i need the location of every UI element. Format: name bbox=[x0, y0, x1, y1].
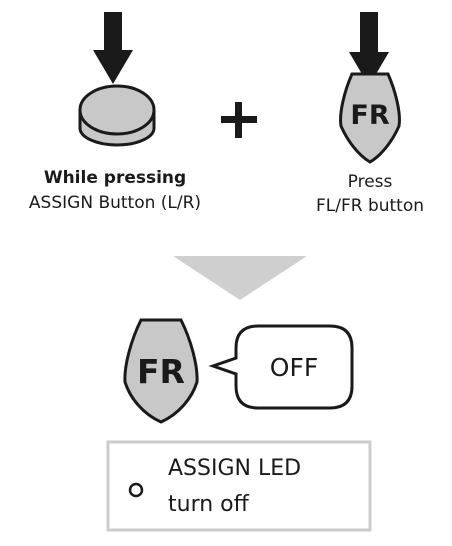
assign-button-label: ASSIGN Button (L/R) bbox=[28, 193, 202, 213]
press-arrow-right-icon bbox=[349, 12, 389, 86]
fl-fr-button-label: FL/FR button bbox=[315, 196, 425, 216]
speech-bubble bbox=[208, 324, 354, 410]
circle-outline-icon bbox=[128, 482, 144, 498]
speech-bubble-text: OFF bbox=[269, 353, 319, 382]
press-arrow-left-icon bbox=[93, 12, 133, 84]
status-line-1: ASSIGN LED bbox=[168, 456, 302, 481]
plus-icon bbox=[221, 102, 257, 138]
fr-key-mid-label: FR bbox=[137, 352, 185, 391]
status-box bbox=[106, 440, 372, 532]
press-label: Press bbox=[347, 172, 393, 192]
fr-key-top-label: FR bbox=[350, 100, 390, 131]
while-pressing-label: While pressing bbox=[43, 168, 187, 188]
status-line-2: turn off bbox=[168, 492, 249, 517]
flow-arrow-down-icon bbox=[173, 256, 307, 300]
fr-key-mid-icon bbox=[123, 318, 199, 424]
fr-key-top-icon bbox=[339, 72, 401, 164]
assign-button-icon bbox=[78, 84, 156, 147]
